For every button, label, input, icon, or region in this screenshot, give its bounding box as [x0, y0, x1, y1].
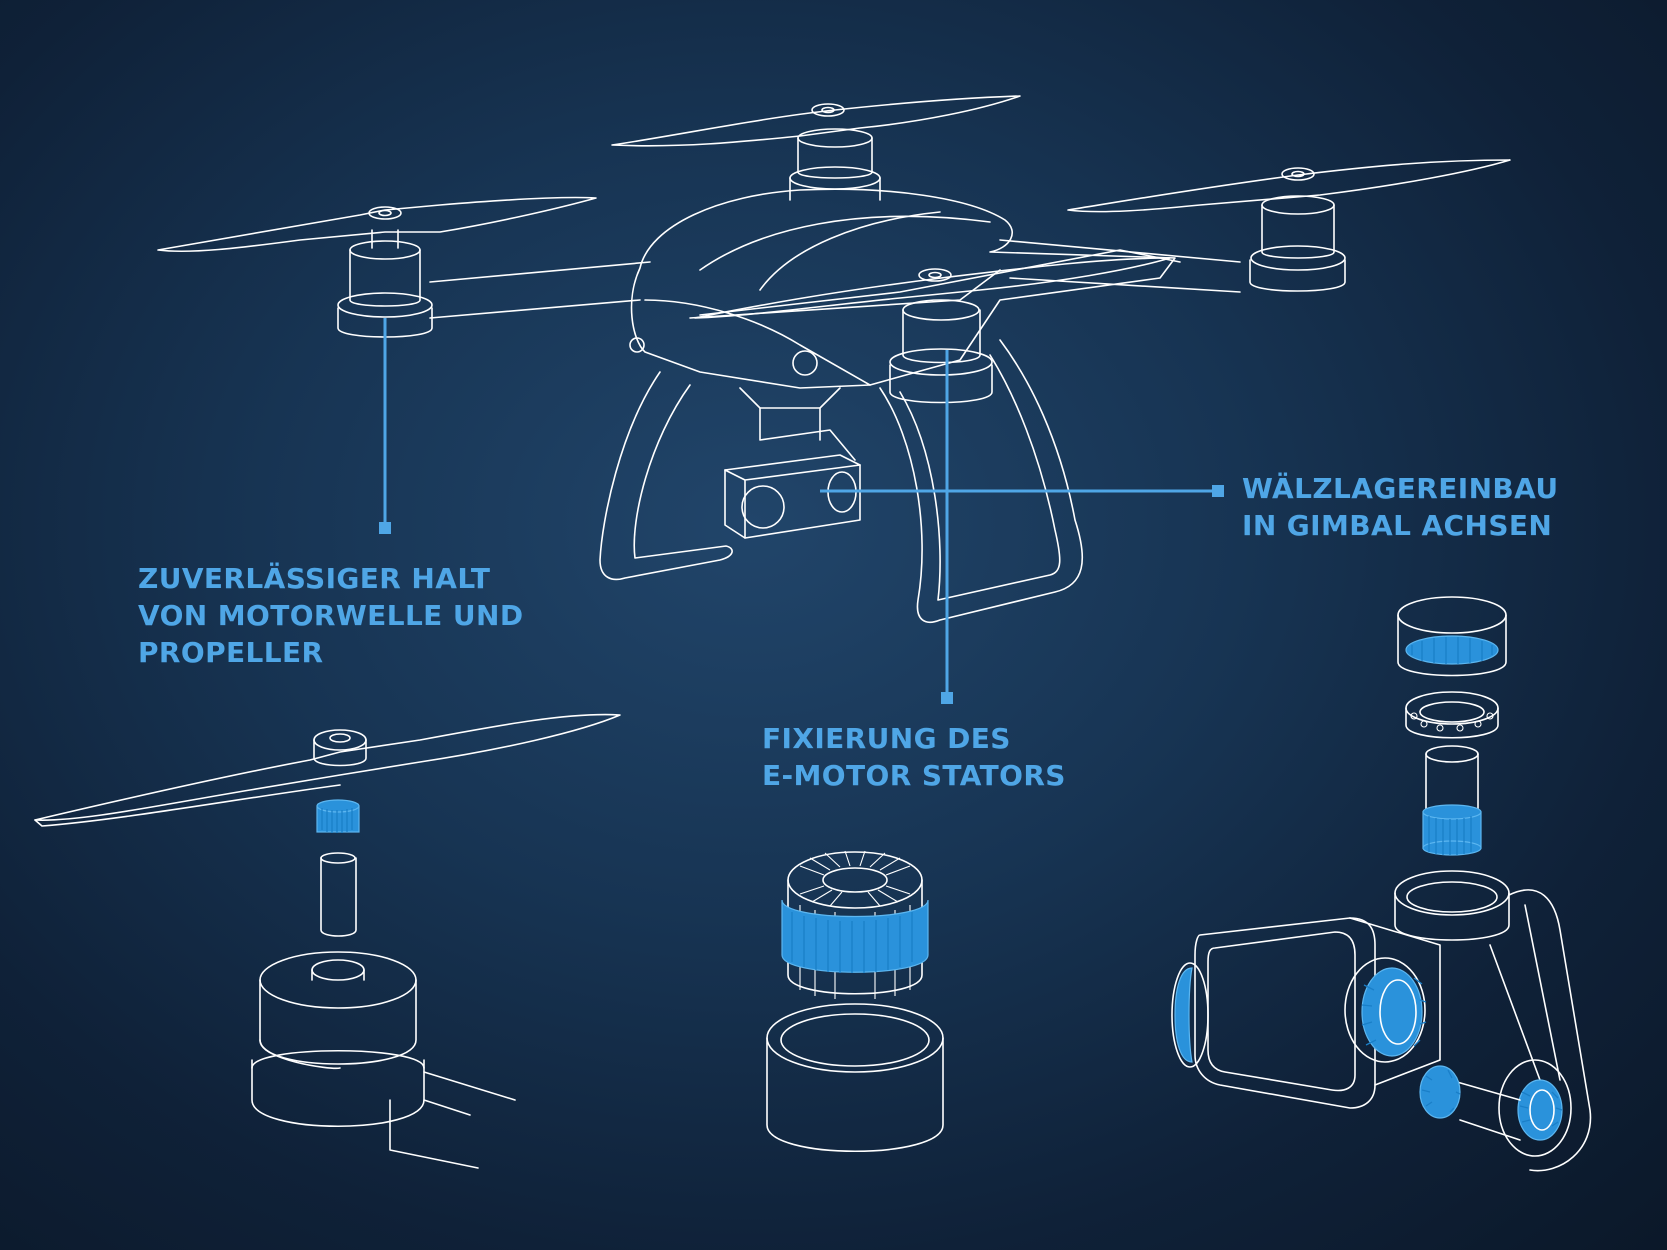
needle-bearing-camera-right [1361, 967, 1427, 1057]
motor-rear-middle [611, 95, 1021, 201]
leader-stator [941, 350, 953, 704]
motor-rear-right [1067, 159, 1511, 292]
leader-gimbal [820, 485, 1224, 497]
detail-propeller-motor [34, 713, 621, 1169]
needle-bearing-gimbal-top [1422, 804, 1482, 856]
detail-gimbal [1171, 596, 1592, 1172]
needle-bearing-camera-left [1174, 967, 1193, 1063]
stator-glue-band [781, 899, 929, 973]
needle-bearing-propeller [316, 799, 360, 833]
leader-propeller [379, 318, 391, 534]
label-gimbal: WÄLZLAGEREINBAU IN GIMBAL ACHSEN [1242, 472, 1559, 542]
motor-rear-left [157, 196, 597, 338]
motor-front [694, 257, 1171, 404]
detail-stator [766, 850, 944, 1153]
label-propeller: ZUVERLÄSSIGER HALT VON MOTORWELLE UND PR… [138, 562, 524, 669]
label-stator: FIXIERUNG DES E-MOTOR STATORS [762, 722, 1066, 792]
drone [429, 188, 1241, 624]
needle-bearing-gimbal-right [1517, 1079, 1563, 1141]
bearing-cup-top [1405, 635, 1499, 665]
needle-bearing-gimbal-axle [1419, 1065, 1461, 1119]
